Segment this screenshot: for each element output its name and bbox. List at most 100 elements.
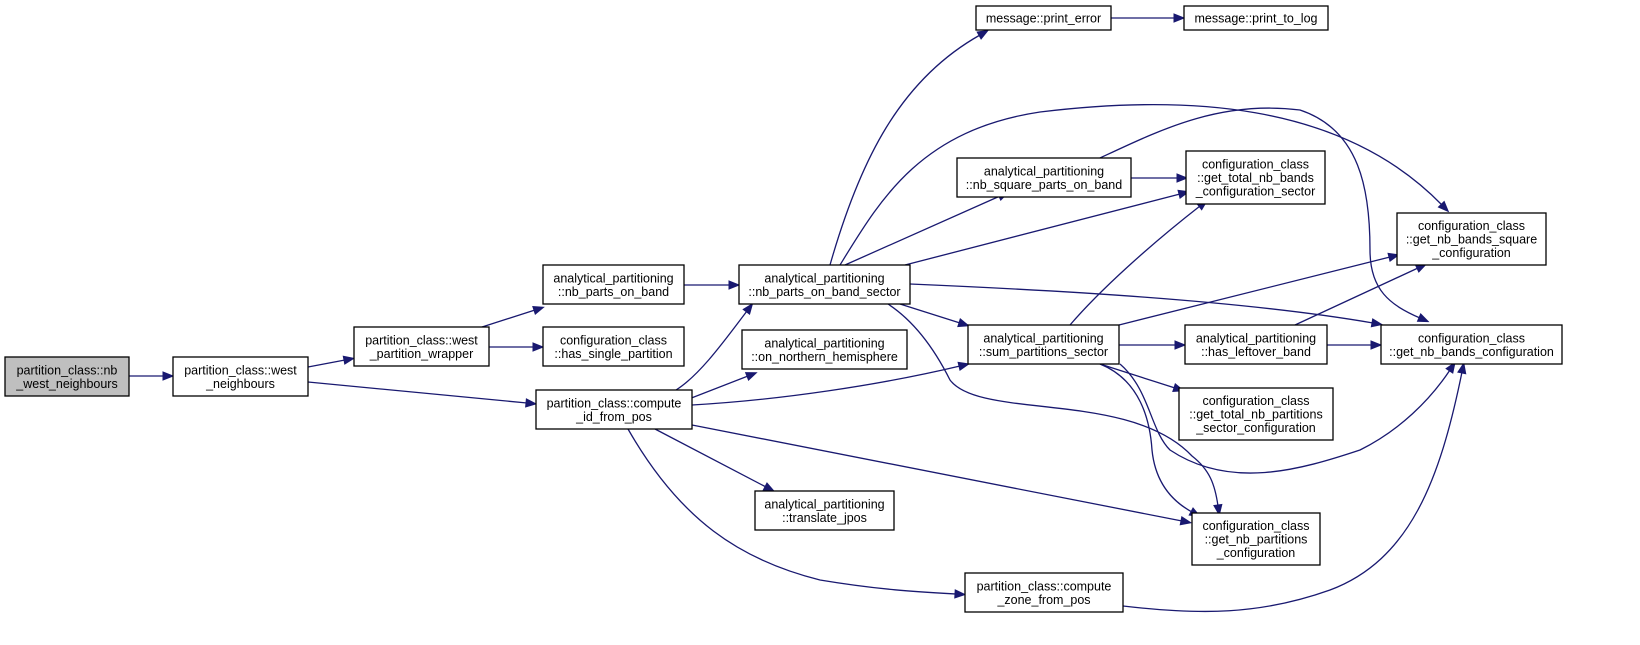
node-label: _neighbours <box>205 377 275 391</box>
node-label: analytical_partitioning <box>553 271 673 285</box>
node-label: ::nb_square_parts_on_band <box>966 178 1122 192</box>
node-label: _west_neighbours <box>15 377 117 391</box>
node-label: ::get_nb_partitions <box>1205 533 1308 547</box>
edge-line <box>909 283 1374 324</box>
edge-has_leftover_band-to-get_nb_bands_square_configuration <box>1294 263 1428 326</box>
edge-nb_parts_on_band_sector-to-get_nb_bands_configuration <box>909 283 1384 328</box>
node-label: ::on_northern_hemisphere <box>751 350 898 364</box>
node-get_total_nb_bands_configuration_sector[interactable]: configuration_class::get_total_nb_bands_… <box>1185 150 1326 205</box>
node-label: ::has_single_partition <box>554 347 672 361</box>
arrowhead <box>954 589 967 599</box>
arrowhead <box>162 371 175 381</box>
node-label: _configuration_sector <box>1195 185 1316 199</box>
node-get_nb_bands_square_configuration[interactable]: configuration_class::get_nb_bands_square… <box>1396 212 1547 266</box>
node-label: analytical_partitioning <box>983 331 1103 345</box>
edge-compute_id_from_pos-to-compute_zone_from_pos <box>627 428 967 599</box>
node-label: _sector_configuration <box>1195 421 1316 435</box>
node-box <box>1380 324 1563 365</box>
edge-sum_partitions_sector-to-get_total_nb_bands_configuration_sector <box>1069 199 1209 326</box>
node-label: ::translate_jpos <box>782 511 867 525</box>
node-box <box>1183 5 1329 31</box>
edge-line <box>844 195 1001 266</box>
node-print_error[interactable]: message::print_error <box>975 5 1112 31</box>
node-get_nb_bands_configuration[interactable]: configuration_class::get_nb_bands_config… <box>1380 324 1563 365</box>
node-translate_jpos[interactable]: analytical_partitioning::translate_jpos <box>754 490 895 531</box>
edge-compute_id_from_pos-to-sum_partitions_sector <box>691 361 971 406</box>
node-label: message::print_to_log <box>1195 12 1318 26</box>
edge-nb_parts_on_band_sector-to-sum_partitions_sector <box>899 303 970 328</box>
node-nb_parts_on_band_sector[interactable]: analytical_partitioning::nb_parts_on_ban… <box>738 264 911 305</box>
arrowhead <box>1179 516 1193 526</box>
node-label: _configuration <box>1431 246 1511 260</box>
arrowhead <box>742 302 754 316</box>
node-sum_partitions_sector[interactable]: analytical_partitioning::sum_partitions_… <box>967 324 1120 365</box>
edge-nb_parts_on_band_sector-to-print_error <box>829 29 990 266</box>
arrowhead <box>532 305 545 315</box>
edge-has_leftover_band-to-get_nb_bands_configuration <box>1327 340 1383 350</box>
arrowhead <box>1437 200 1450 213</box>
node-label: ::nb_parts_on_band <box>558 285 669 299</box>
node-nb_square_parts_on_band[interactable]: analytical_partitioning::nb_square_parts… <box>956 157 1132 198</box>
arrowhead <box>1445 361 1456 374</box>
node-box <box>353 326 490 367</box>
node-label: configuration_class <box>1418 331 1525 345</box>
node-box <box>741 329 908 370</box>
edge-line <box>654 428 767 488</box>
node-box <box>738 264 911 305</box>
edge-west_partition_wrapper-to-nb_parts_on_band <box>481 305 545 328</box>
arrowhead <box>1173 13 1186 23</box>
edge-line <box>1099 363 1193 513</box>
node-get_nb_partitions_configuration[interactable]: configuration_class::get_nb_partitions_c… <box>1191 512 1321 566</box>
node-label: partition_class::west <box>184 363 297 377</box>
edge-line <box>1099 363 1176 389</box>
arrowhead <box>1213 503 1223 517</box>
node-label: analytical_partitioning <box>1196 331 1316 345</box>
arrowhead <box>1387 252 1401 262</box>
node-has_leftover_band[interactable]: analytical_partitioning::has_leftover_ba… <box>1184 324 1328 365</box>
edge-nb_west_neighbours-to-west_neighbours <box>129 371 175 381</box>
node-print_to_log[interactable]: message::print_to_log <box>1183 5 1329 31</box>
edge-west_neighbours-to-west_partition_wrapper <box>307 355 356 368</box>
edge-line <box>1118 256 1391 326</box>
node-label: configuration_class <box>1418 219 1525 233</box>
arrowhead <box>1370 340 1383 350</box>
arrowhead <box>342 355 356 365</box>
node-label: analytical_partitioning <box>764 336 884 350</box>
edge-line <box>1099 107 1421 319</box>
node-label: ::get_total_nb_partitions <box>1189 408 1322 422</box>
node-west_partition_wrapper[interactable]: partition_class::west_partition_wrapper <box>353 326 490 367</box>
node-box <box>1191 512 1321 566</box>
node-compute_zone_from_pos[interactable]: partition_class::compute_zone_from_pos <box>964 572 1124 613</box>
node-on_northern_hemisphere[interactable]: analytical_partitioning::on_northern_hem… <box>741 329 908 370</box>
node-label: ::get_nb_bands_square <box>1406 233 1537 247</box>
edge-line <box>1069 205 1201 326</box>
node-compute_id_from_pos[interactable]: partition_class::compute_id_from_pos <box>535 389 693 430</box>
node-label: configuration_class <box>1202 519 1309 533</box>
node-get_total_nb_partitions_sector_configuration[interactable]: configuration_class::get_total_nb_partit… <box>1178 387 1334 441</box>
node-west_neighbours[interactable]: partition_class::west_neighbours <box>172 356 309 397</box>
edge-line <box>307 359 346 368</box>
node-box <box>1185 150 1326 205</box>
node-label: configuration_class <box>1202 394 1309 408</box>
arrowhead <box>1174 340 1187 350</box>
node-nb_west_neighbours[interactable]: partition_class::nb_west_neighbours <box>4 356 130 397</box>
node-label: ::nb_parts_on_band_sector <box>748 285 900 299</box>
node-label: partition_class::compute <box>547 396 682 410</box>
edge-nb_square_parts_on_band-to-get_total_nb_bands_configuration_sector <box>1131 173 1189 183</box>
arrowhead <box>532 342 545 352</box>
edge-line <box>481 309 536 328</box>
edge-nb_parts_on_band-to-nb_parts_on_band_sector <box>684 280 741 290</box>
arrowhead <box>1370 318 1384 328</box>
edge-compute_id_from_pos-to-get_nb_partitions_configuration <box>691 424 1193 526</box>
node-label: ::get_total_nb_bands <box>1197 171 1314 185</box>
node-box <box>975 5 1112 31</box>
node-has_single_partition[interactable]: configuration_class::has_single_partitio… <box>542 326 685 367</box>
arrowhead <box>762 482 776 492</box>
edge-sum_partitions_sector-to-get_nb_bands_square_configuration <box>1118 252 1401 326</box>
edge-line <box>904 193 1181 266</box>
arrowhead <box>525 398 538 408</box>
node-box <box>1178 387 1334 441</box>
node-label: configuration_class <box>560 333 667 347</box>
edge-nb_square_parts_on_band-to-get_nb_bands_configuration <box>1099 107 1430 323</box>
node-nb_parts_on_band[interactable]: analytical_partitioning::nb_parts_on_ban… <box>542 264 685 305</box>
